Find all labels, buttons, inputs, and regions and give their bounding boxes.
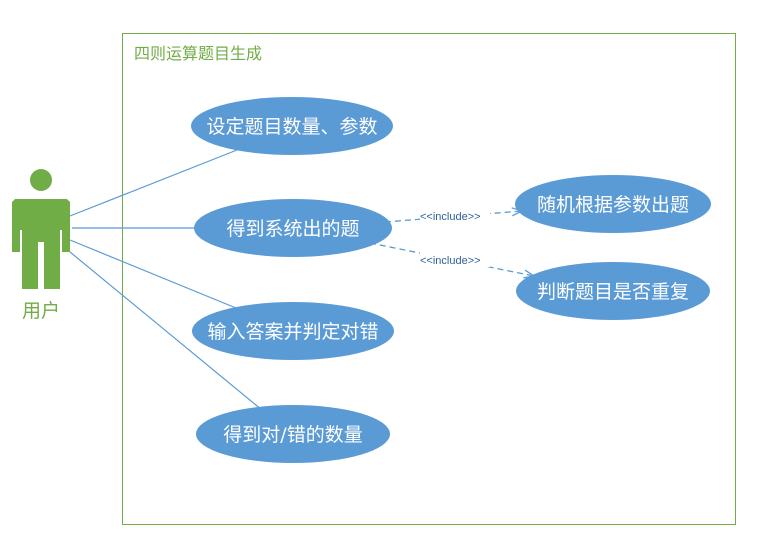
actor-body bbox=[12, 199, 70, 289]
use-case-ellipse-uc1 bbox=[191, 97, 393, 155]
system-boundary bbox=[122, 33, 736, 525]
use-case-ellipse-uc5 bbox=[515, 175, 711, 233]
actor-label: 用户 bbox=[22, 300, 60, 322]
use-case-ellipse-uc2 bbox=[194, 199, 392, 257]
association-line-uc4 bbox=[69, 251, 263, 411]
use-case-label-uc3: 输入答案并判定对错 bbox=[207, 321, 378, 343]
use-case-ellipse-uc6 bbox=[516, 262, 710, 320]
include-label-bg-2 bbox=[420, 252, 490, 267]
use-case-ellipse-uc4 bbox=[196, 405, 390, 463]
association-line-uc1 bbox=[69, 149, 238, 217]
use-case-ellipse-uc3 bbox=[192, 302, 394, 360]
use-case-uc4: 得到对/错的数量 bbox=[196, 405, 390, 463]
use-case-label-uc6: 判断题目是否重复 bbox=[537, 281, 689, 303]
use-case-uc1: 设定题目数量、参数 bbox=[191, 97, 393, 155]
use-case-label-uc5: 随机根据参数出题 bbox=[537, 194, 689, 216]
include-label-bg-1 bbox=[420, 208, 490, 223]
use-case-uc3: 输入答案并判定对错 bbox=[192, 302, 394, 360]
actor-icon bbox=[12, 169, 70, 289]
association-line-uc3 bbox=[69, 239, 237, 309]
system-title: 四则运算题目生成 bbox=[134, 44, 262, 63]
use-case-label-uc1: 设定题目数量、参数 bbox=[206, 116, 377, 138]
association-lines bbox=[69, 149, 263, 411]
use-case-label-uc2: 得到系统出的题 bbox=[226, 218, 359, 240]
use-case-uc2: 得到系统出的题 bbox=[194, 199, 392, 257]
use-case-label-uc4: 得到对/错的数量 bbox=[223, 424, 362, 446]
actor-head bbox=[30, 169, 52, 191]
use-case-uc5: 随机根据参数出题 bbox=[515, 175, 711, 233]
include-label-2: <<include>> bbox=[420, 255, 481, 267]
include-label-1: <<include>> bbox=[420, 211, 481, 223]
use-case-uc6: 判断题目是否重复 bbox=[516, 262, 710, 320]
include-arrow-1 bbox=[384, 211, 522, 223]
